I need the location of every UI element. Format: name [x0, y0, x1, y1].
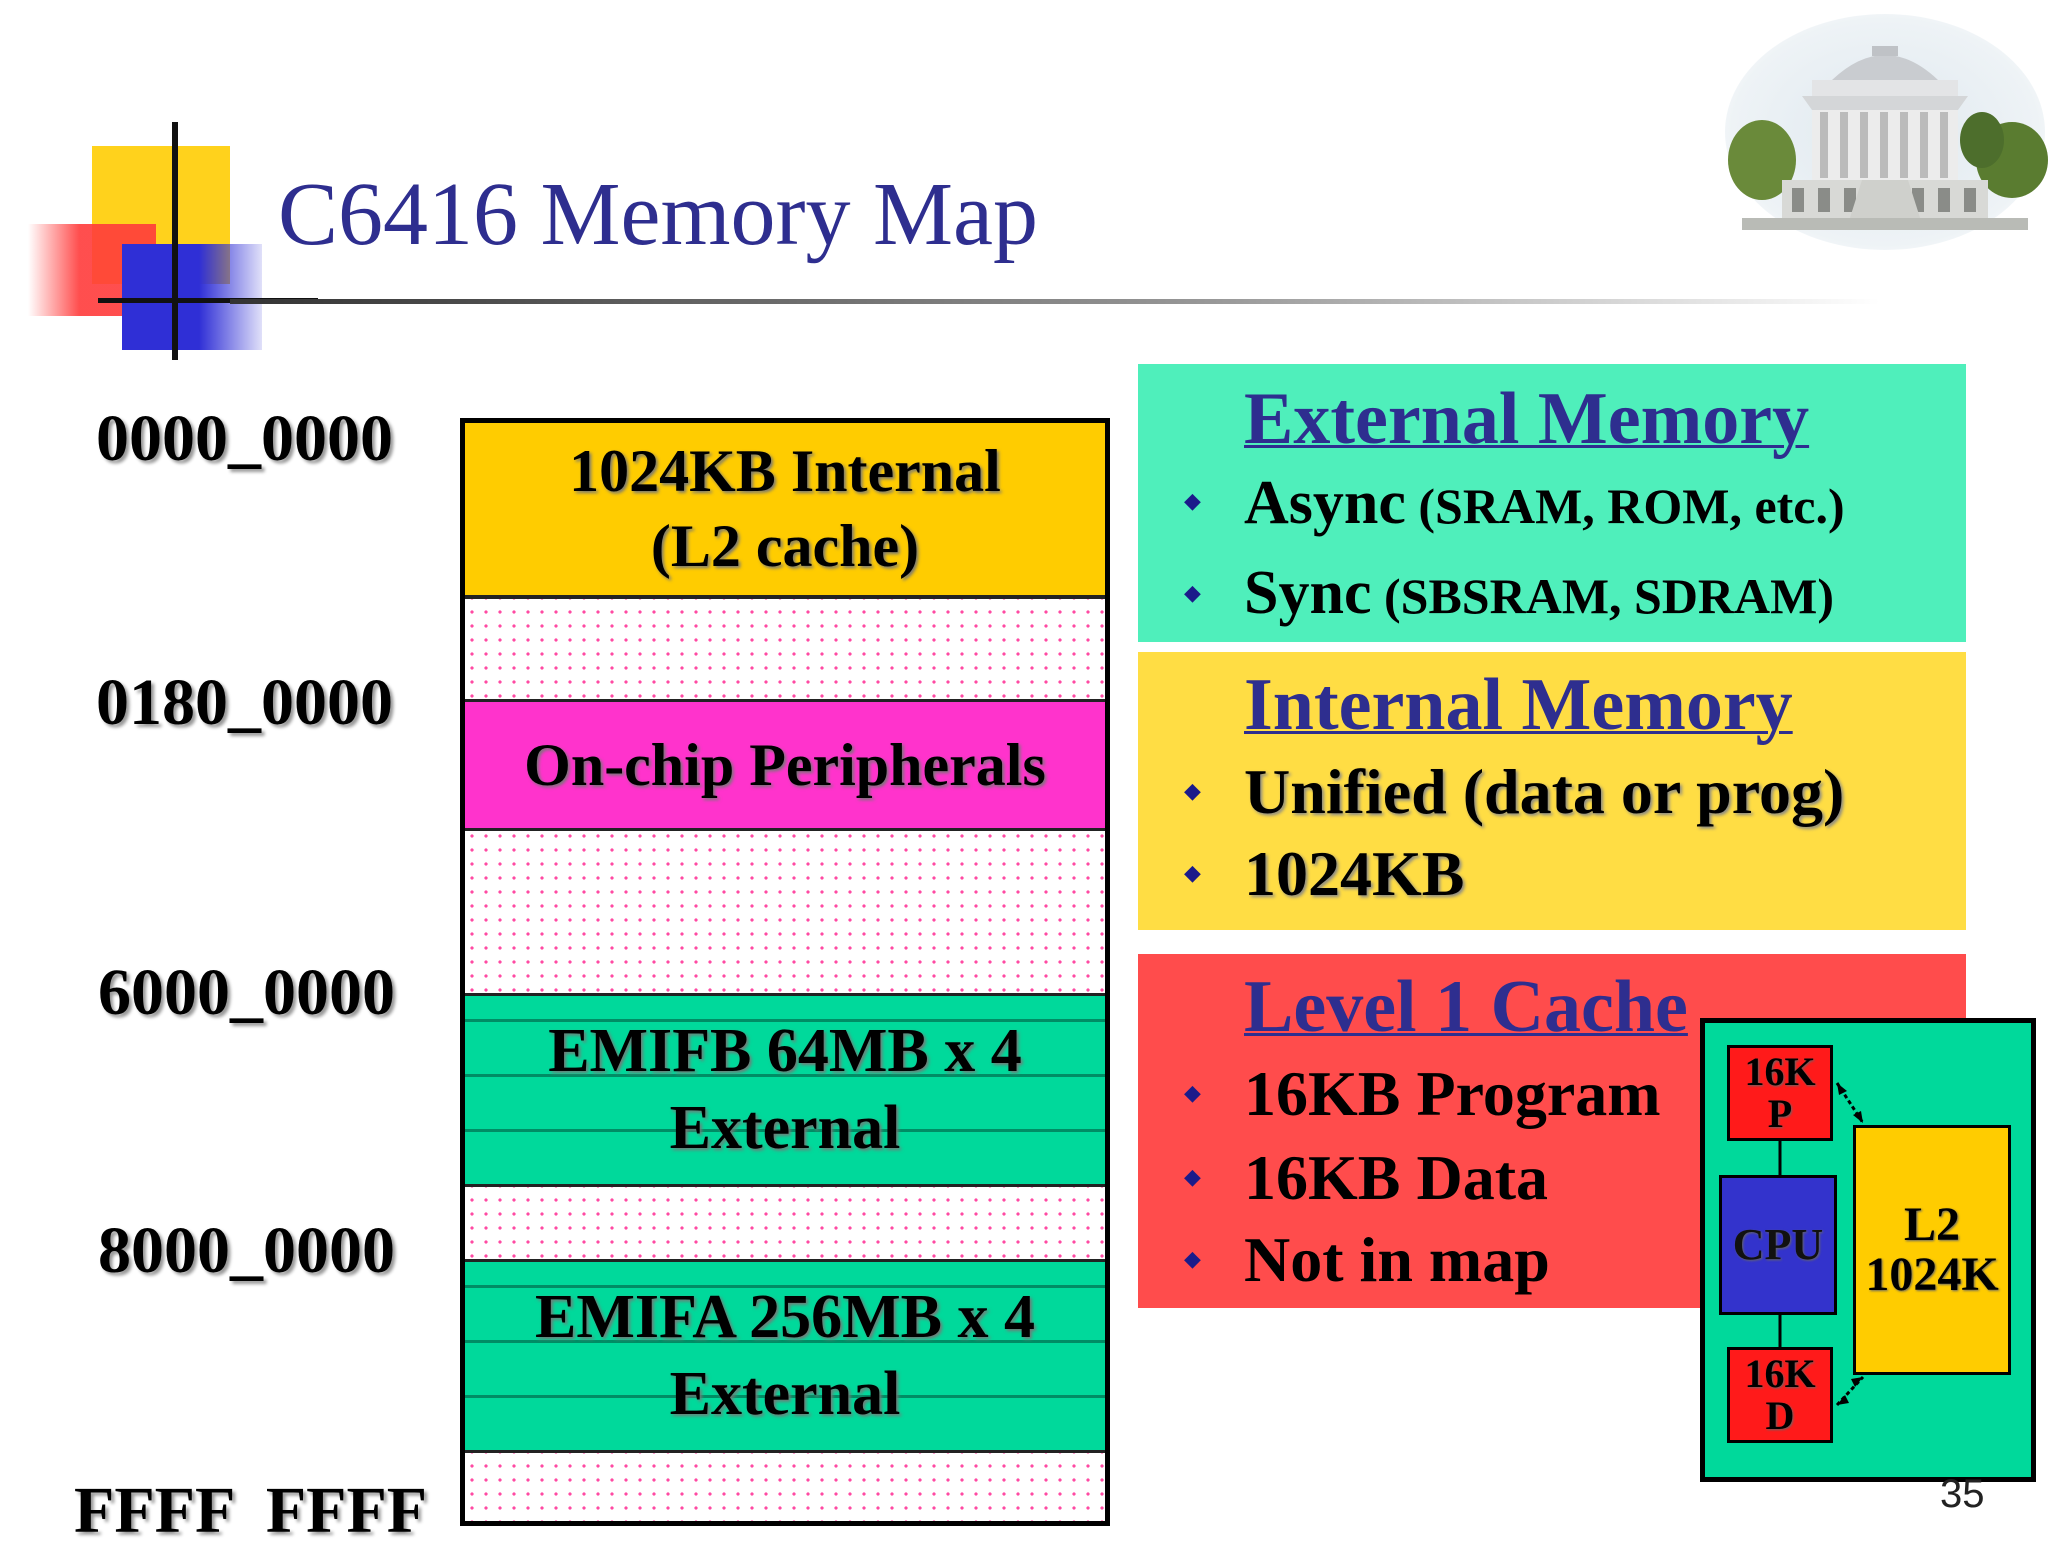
address-8000-0000: 8000_0000 — [98, 1214, 395, 1287]
l2-label-line2: (L2 cache) — [650, 513, 920, 579]
level1-cache-heading: Level 1 Cache — [1244, 966, 1688, 1048]
l2-cache-box: L2 1024K — [1853, 1125, 2011, 1375]
memory-map: 1024KB Internal (L2 cache) On-chip Perip… — [460, 418, 1110, 1526]
panel-external-memory: External Memory ◆ Async (SRAM, ROM, etc.… — [1138, 364, 1966, 642]
diamond-bullet-icon: ◆ — [1184, 1246, 1201, 1271]
emifb-label-line2: External — [669, 1094, 901, 1162]
async-detail: (SRAM, ROM, etc.) — [1405, 478, 1845, 534]
title-underline — [230, 299, 1880, 304]
cache-diagram: 16K P CPU 16K D L2 1024K — [1700, 1018, 2036, 1482]
address-6000-0000: 6000_0000 — [98, 956, 395, 1029]
panel-level1-cache: Level 1 Cache ◆ 16KB Program ◆ 16KB Data… — [1138, 954, 1966, 1308]
decor-vertical-line — [172, 122, 178, 360]
sync-detail: (SBSRAM, SDRAM) — [1371, 568, 1834, 624]
l2-label-line1: 1024KB Internal — [569, 438, 1001, 504]
l2-box-size: 1024K — [1865, 1248, 1999, 1301]
external-item-async: Async (SRAM, ROM, etc.) — [1244, 472, 1845, 534]
address-0000-0000: 0000_0000 — [96, 402, 393, 475]
address-ffff-ffff: FFFF FFFF — [74, 1474, 428, 1547]
level1-item-data: 16KB Data — [1244, 1142, 1548, 1213]
peripherals-label: On-chip Peripherals — [524, 731, 1046, 798]
l1-data-cache-box: 16K D — [1727, 1347, 1833, 1443]
address-0180-0000: 0180_0000 — [96, 666, 393, 739]
diamond-bullet-icon: ◆ — [1184, 1164, 1201, 1189]
block-peripherals: On-chip Peripherals — [465, 699, 1105, 831]
diamond-bullet-icon: ◆ — [1184, 860, 1201, 885]
diamond-bullet-icon: ◆ — [1184, 778, 1201, 803]
panel-internal-memory: Internal Memory ◆ Unified (data or prog)… — [1138, 652, 1966, 930]
external-item-sync: Sync (SBSRAM, SDRAM) — [1244, 562, 1834, 624]
level1-item-program: 16KB Program — [1244, 1058, 1661, 1129]
async-label: Async — [1244, 469, 1406, 537]
diamond-bullet-icon: ◆ — [1184, 488, 1201, 513]
block-emifb: EMIFB 64MB x 4 External — [465, 993, 1105, 1187]
l1p-size: 16K — [1744, 1049, 1816, 1094]
internal-item-unified: Unified (data or prog) — [1244, 756, 1845, 827]
l2-box-label: L2 — [1903, 1197, 1960, 1251]
l1-program-cache-box: 16K P — [1727, 1045, 1833, 1141]
slide-title: C6416 Memory Map — [278, 165, 1038, 264]
diamond-bullet-icon: ◆ — [1184, 580, 1201, 605]
l1d-size: 16K — [1744, 1351, 1816, 1396]
cpu-label: CPU — [1732, 1219, 1824, 1269]
block-emifa: EMIFA 256MB x 4 External — [465, 1259, 1105, 1453]
level1-item-notinmap: Not in map — [1244, 1224, 1550, 1295]
emifa-label-line2: External — [669, 1360, 901, 1428]
l1p-label: P — [1767, 1091, 1793, 1136]
page-number: 35 — [1940, 1472, 1985, 1516]
diamond-bullet-icon: ◆ — [1184, 1080, 1201, 1105]
building-image — [1722, 10, 2048, 254]
l1d-label: D — [1765, 1393, 1795, 1438]
internal-memory-heading: Internal Memory — [1244, 664, 1793, 746]
internal-item-size: 1024KB — [1244, 838, 1465, 909]
decor-horizontal-line — [98, 298, 318, 303]
cache-diagram-connectors — [1778, 1082, 1865, 1407]
external-memory-heading: External Memory — [1244, 378, 1810, 460]
emifa-label-line1: EMIFA 256MB x 4 — [535, 1282, 1035, 1351]
emifb-label-line1: EMIFB 64MB x 4 — [548, 1016, 1022, 1085]
decor-blue-square — [122, 244, 262, 350]
sync-label: Sync — [1244, 559, 1372, 627]
block-l2-internal: 1024KB Internal (L2 cache) — [465, 423, 1105, 599]
cpu-box: CPU — [1719, 1175, 1837, 1315]
